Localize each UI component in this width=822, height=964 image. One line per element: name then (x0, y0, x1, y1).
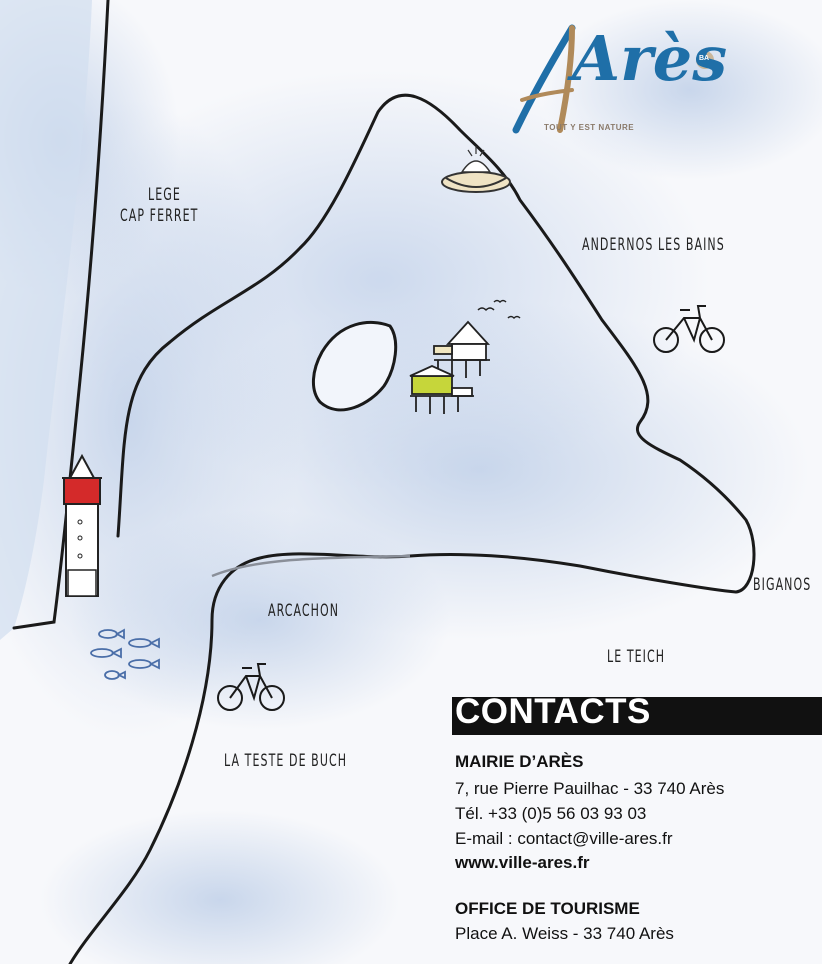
ocean-west (0, 0, 92, 640)
birds-icon (477, 299, 521, 320)
logo-a-mark (512, 24, 576, 134)
label-la-teste: LA TESTE DE BUCH (224, 751, 348, 771)
label-lege: LEGE (148, 185, 181, 205)
mairie-name: MAIRIE D’ARÈS (455, 752, 584, 771)
contacts-header-bar (452, 697, 822, 735)
label-arcachon: ARCACHON (268, 601, 340, 621)
fish-icon (90, 628, 160, 680)
label-cap-ferret: CAP FERRET (120, 206, 199, 226)
ile-aux-oiseaux (312, 320, 398, 412)
cap-ferret-coastline (12, 0, 110, 630)
lighthouse-icon (62, 453, 102, 597)
arcachon-shoreline (211, 554, 411, 578)
logo-tagline: TOUT Y EST NATURE (544, 123, 635, 132)
label-biganos: BIGANOS (753, 575, 812, 595)
bay-coastline (68, 93, 756, 964)
bicycle-icon (217, 663, 285, 711)
stilt-house-icon (409, 365, 474, 414)
mairie-website-link[interactable]: www.ville-ares.fr (455, 853, 590, 872)
bicycle-icon (653, 305, 725, 353)
label-le-teich: LE TEICH (607, 647, 666, 667)
office-address: Place A. Weiss - 33 740 Arès (455, 924, 674, 943)
mairie-email[interactable]: E-mail : contact@ville-ares.fr (455, 829, 673, 848)
contacts-title: CONTACTS (455, 692, 651, 731)
mairie-address: 7, rue Pierre Pauilhac - 33 740 Arès (455, 779, 725, 798)
mairie-phone: Tél. +33 (0)5 56 03 93 03 (455, 804, 647, 823)
logo-badge-text: BA (699, 55, 710, 62)
label-andernos: ANDERNOS LES BAINS (582, 235, 725, 255)
office-name: OFFICE DE TOURISME (455, 899, 640, 918)
logo-wordmark: Arès (572, 22, 728, 95)
logo-badge (696, 51, 714, 69)
boat-icon (441, 146, 511, 193)
